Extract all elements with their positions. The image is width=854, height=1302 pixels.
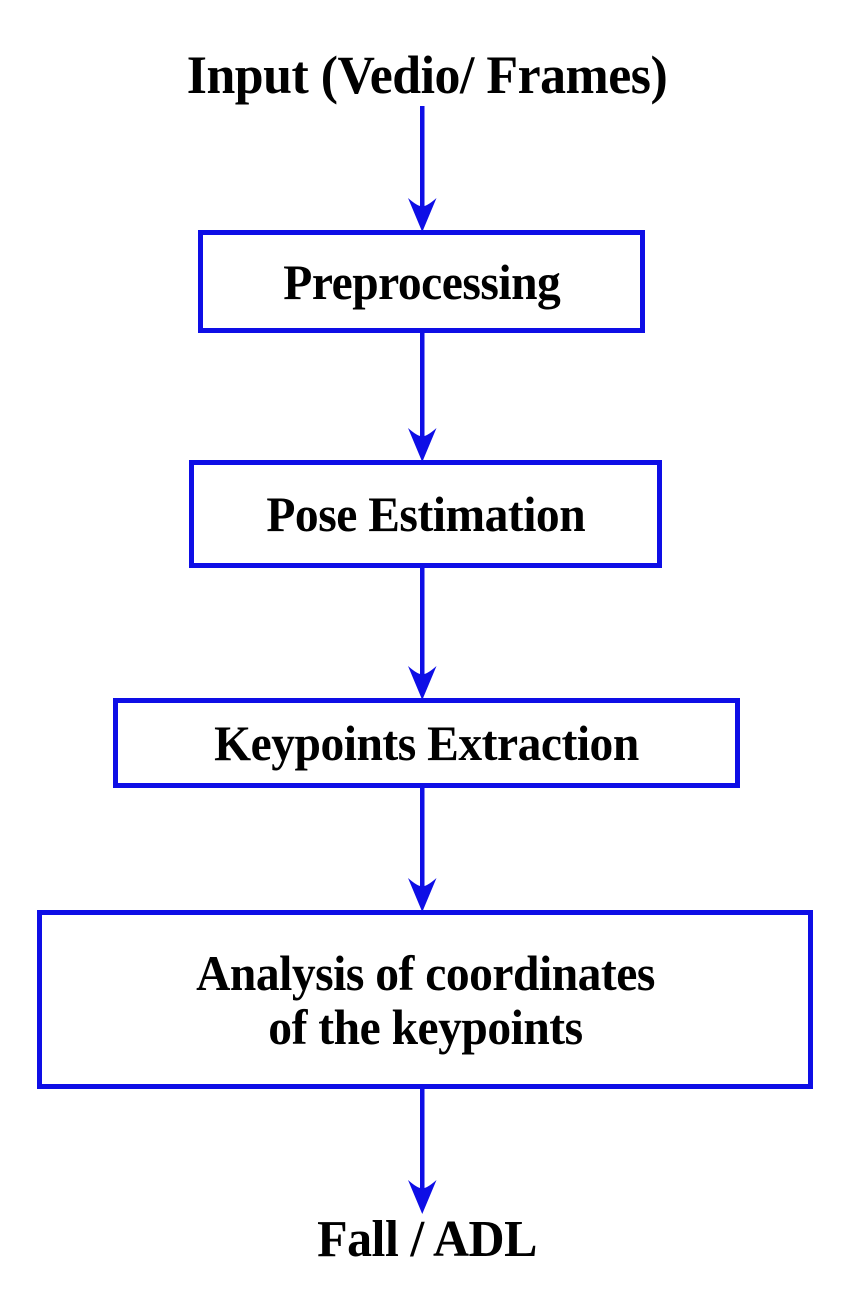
arrow-down-icon bbox=[408, 567, 437, 700]
arrow-down-icon bbox=[408, 332, 437, 462]
arrow-pose-estimation-to-keypoints-extraction bbox=[396, 567, 448, 700]
arrow-input-to-preprocessing bbox=[396, 106, 448, 232]
output-label: Fall / ADL bbox=[317, 1211, 537, 1268]
arrow-down-icon bbox=[408, 787, 437, 912]
process-box-pose-estimation[interactable]: Pose Estimation bbox=[189, 460, 662, 568]
input-label: Input (Vedio/ Frames) bbox=[186, 45, 668, 105]
arrow-keypoints-extraction-to-analysis bbox=[396, 787, 448, 912]
arrow-down-icon bbox=[408, 106, 437, 232]
process-box-keypoints-extraction[interactable]: Keypoints Extraction bbox=[113, 698, 740, 788]
arrow-analysis-to-output bbox=[396, 1088, 448, 1214]
process-box-analysis-of-coordinates[interactable]: Analysis of coordinates of the keypoints bbox=[37, 910, 813, 1089]
process-box-preprocessing[interactable]: Preprocessing bbox=[198, 230, 645, 333]
arrow-preprocessing-to-pose-estimation bbox=[396, 332, 448, 462]
process-box-preprocessing-label: Preprocessing bbox=[282, 253, 561, 310]
process-box-analysis-of-coordinates-label: Analysis of coordinates of the keypoints bbox=[195, 944, 655, 1055]
process-box-keypoints-extraction-label: Keypoints Extraction bbox=[214, 715, 639, 771]
process-box-pose-estimation-label: Pose Estimation bbox=[266, 486, 585, 542]
arrow-down-icon bbox=[408, 1088, 437, 1214]
